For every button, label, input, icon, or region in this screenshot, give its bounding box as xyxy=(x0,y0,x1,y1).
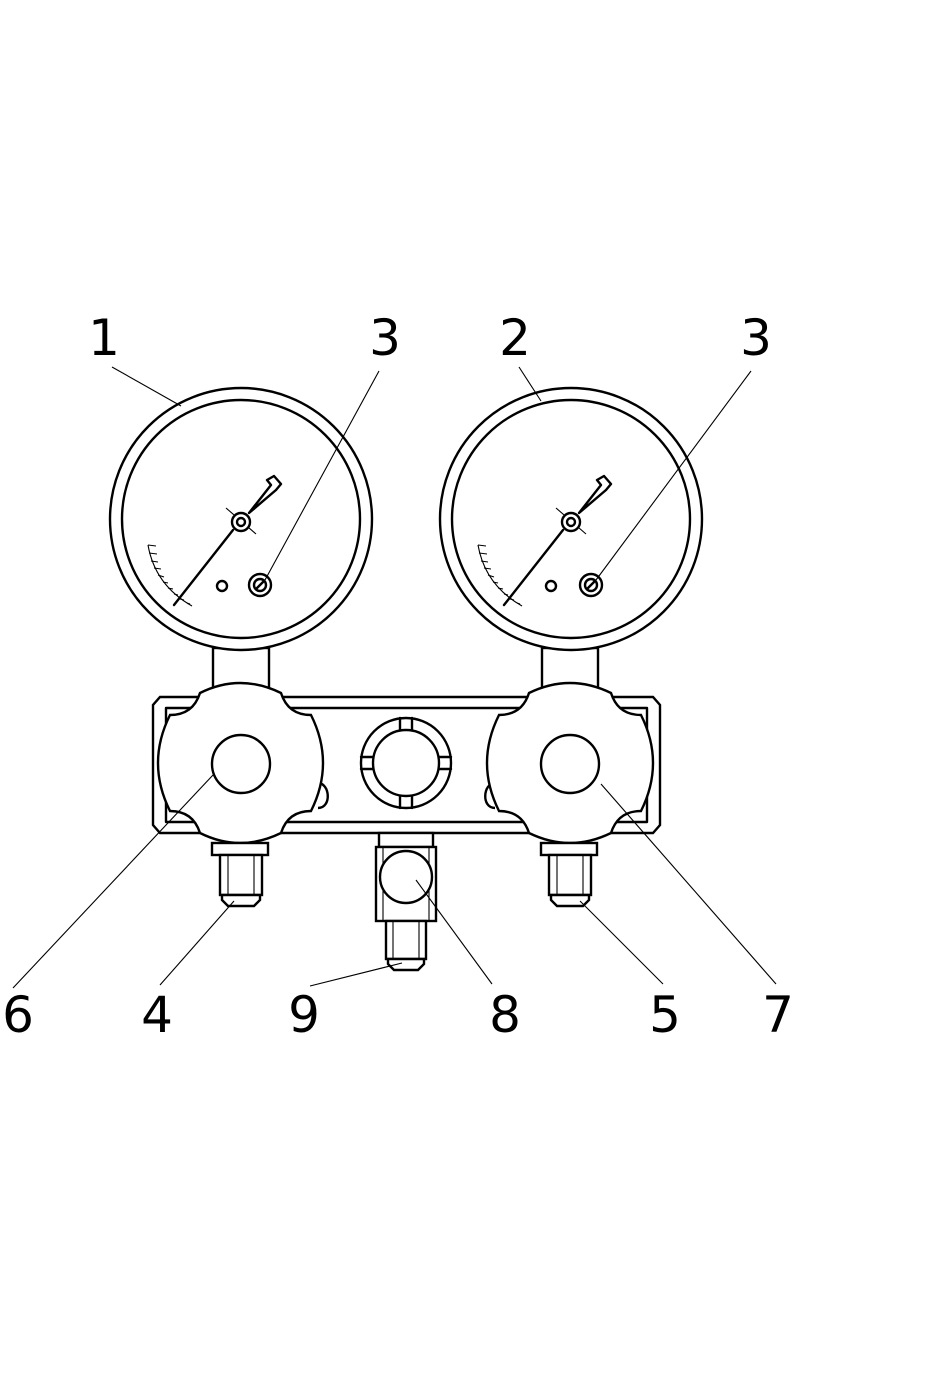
left-hose-fitting xyxy=(212,843,268,906)
leader-7 xyxy=(601,784,776,984)
left-pressure-gauge xyxy=(110,388,372,650)
leader-5 xyxy=(580,901,663,984)
right-hose-fitting xyxy=(541,843,597,906)
callout-4: 4 xyxy=(141,986,173,1044)
center-charging-port xyxy=(376,833,436,970)
callout-9: 9 xyxy=(288,986,320,1044)
sight-glass xyxy=(361,718,451,808)
callout-1: 1 xyxy=(88,309,120,367)
callout-8: 8 xyxy=(489,986,521,1044)
callout-3-right: 3 xyxy=(740,309,772,367)
callout-7: 7 xyxy=(762,986,794,1044)
leader-9 xyxy=(310,963,402,986)
callout-6: 6 xyxy=(2,986,34,1044)
callout-2: 2 xyxy=(499,309,531,367)
right-pressure-gauge xyxy=(440,388,702,650)
callout-5: 5 xyxy=(649,986,681,1044)
callout-3-left: 3 xyxy=(369,309,401,367)
leader-6 xyxy=(13,775,213,988)
leader-8 xyxy=(416,880,492,984)
leader-1 xyxy=(112,367,181,406)
leader-4 xyxy=(160,901,234,985)
